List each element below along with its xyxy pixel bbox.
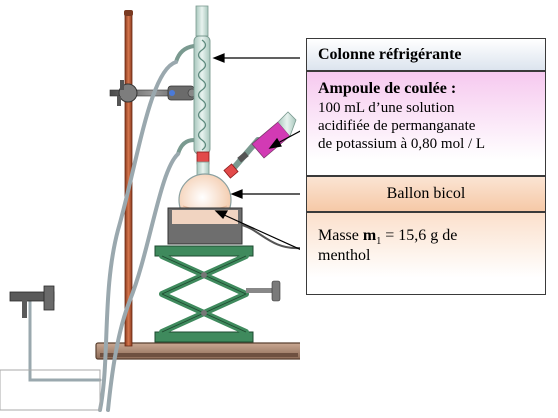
condenser-column xyxy=(174,5,211,165)
annotation-arrows xyxy=(212,53,300,250)
funnel-label-line1: 100 mL d’une solution xyxy=(318,100,455,116)
mass-label-line2: menthol xyxy=(318,247,371,264)
funnel-label-title: Ampoule de coulée : xyxy=(318,80,457,97)
stand-base xyxy=(95,342,300,360)
water-tubing xyxy=(28,60,180,412)
lab-jack xyxy=(154,245,281,343)
mass-label-box: Masse m1 = 15,6 g de menthol xyxy=(306,212,546,295)
mass-label-line1: Masse m1 = 15,6 g de xyxy=(318,226,545,248)
apparatus-illustration xyxy=(0,5,300,412)
mass-symbol: m xyxy=(362,227,377,244)
mass-subscript: 1 xyxy=(376,236,382,248)
mass-label-prefix: Masse xyxy=(318,227,363,244)
flask-label-box: Ballon bicol xyxy=(306,176,546,212)
heater xyxy=(167,207,300,250)
funnel-label-line3: de potassium à 0,80 mol / L xyxy=(318,136,486,152)
column-label-box: Colonne réfrigérante xyxy=(306,38,546,71)
dropping-funnel xyxy=(223,111,297,179)
mass-value: = 15,6 g de xyxy=(381,227,458,244)
funnel-label-line2: acidifiée de permanganate xyxy=(318,118,476,134)
column-label: Colonne réfrigérante xyxy=(318,46,462,63)
water-tap xyxy=(0,285,101,411)
flask-label: Ballon bicol xyxy=(386,185,466,202)
funnel-label-box: Ampoule de coulée : 100 mL d’une solutio… xyxy=(306,71,546,176)
